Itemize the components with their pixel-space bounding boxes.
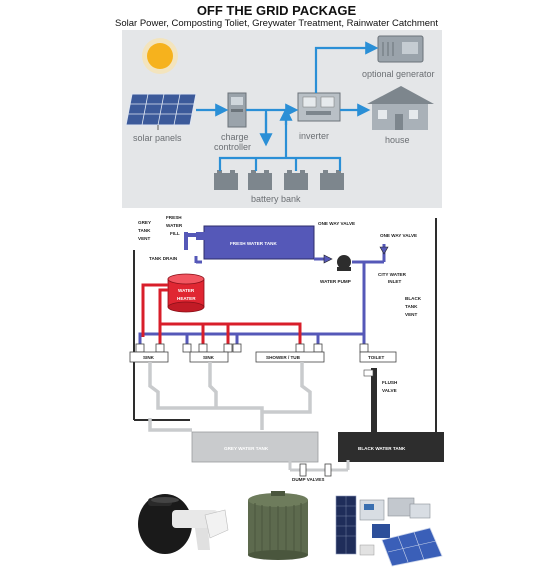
plumbing-section: FRESH WATER TANK TANK DRAIN xyxy=(129,215,444,482)
generator-icon xyxy=(377,35,424,63)
grey-tank-vent-label-3: VENT xyxy=(138,236,150,241)
grey-water-tank-label: GREY WATER TANK xyxy=(224,446,269,451)
fresh-water-tank xyxy=(203,225,315,260)
dump-valves xyxy=(288,460,350,477)
flush-valve-pipe xyxy=(371,368,377,432)
sun-icon xyxy=(142,38,178,74)
one-way-valve-2-label: ONE WAY VALVE xyxy=(380,233,417,238)
product-photo-strip xyxy=(74,485,492,567)
grey-tank-vent-label-1: GREY xyxy=(138,220,151,225)
page-subtitle: Solar Power, Composting Toliet, Greywate… xyxy=(115,18,438,29)
flush-valve-label-2: VALVE xyxy=(382,388,397,393)
fresh-water-fill-label-1: FRESH xyxy=(166,215,182,220)
sink-1-label: SINK xyxy=(143,355,155,360)
fresh-water-fill-label-3: FILL xyxy=(170,231,180,236)
composting-toilet-photo xyxy=(138,494,229,554)
black-water-tank xyxy=(338,432,444,462)
water-heater-label-1: WATER xyxy=(178,288,195,293)
city-water-inlet-label-2: INLET xyxy=(388,279,401,284)
grey-drain-pipes xyxy=(148,362,312,432)
water-heater-label-2: HEATER xyxy=(177,296,196,301)
shower-tub-label: SHOWER / TUB xyxy=(266,355,301,360)
faucets xyxy=(135,343,369,353)
water-pump-label: WATER PUMP xyxy=(320,279,351,284)
solar-panels-label: solar panels xyxy=(133,133,182,143)
solar-section: solar panels charge controller inverter … xyxy=(122,30,442,208)
battery-bank-label: battery bank xyxy=(251,194,301,204)
power-flow-arrows xyxy=(196,41,379,171)
page-title: OFF THE GRID PACKAGE xyxy=(196,3,357,18)
water-heater-icon xyxy=(167,273,205,313)
grey-water-tank xyxy=(191,431,319,463)
sink-2-label: SINK xyxy=(203,355,215,360)
toilet-label: TOILET xyxy=(368,355,384,360)
one-way-valve-1 xyxy=(323,254,333,264)
charge-controller-label-1: charge xyxy=(221,132,249,142)
water-tank-photo xyxy=(248,491,308,560)
black-tank-vent-label-2: TANK xyxy=(405,304,418,309)
charge-controller-label-2: controller xyxy=(214,142,251,152)
tank-drain-label: TANK DRAIN xyxy=(149,256,178,261)
charge-controller-icon xyxy=(227,92,247,128)
hot-water-pipes xyxy=(141,283,302,345)
inverter-label: inverter xyxy=(299,131,329,141)
house-icon xyxy=(367,86,434,130)
city-water-inlet-label-1: CITY WATER xyxy=(378,272,407,277)
fresh-water-fill-label-2: WATER xyxy=(166,223,183,228)
one-way-valve-1-label: ONE WAY VALVE xyxy=(318,221,355,226)
generator-label: optional generator xyxy=(362,69,435,79)
black-tank-vent-label-3: VENT xyxy=(405,312,417,317)
grey-tank-vent-label-2: TANK xyxy=(138,228,151,233)
flush-valve-label-1: FLUSH xyxy=(382,380,398,385)
solar-panels-icon xyxy=(125,93,197,130)
inverter-icon xyxy=(297,92,341,122)
black-tank-vent-label-1: BLACK xyxy=(405,296,422,301)
one-way-valve-2 xyxy=(379,246,389,255)
shower-tub xyxy=(255,351,325,363)
solar-kit-photo xyxy=(335,495,443,567)
battery-bank-icon xyxy=(214,170,344,190)
house-label: house xyxy=(385,135,410,145)
dump-valves-label: DUMP VALVES xyxy=(292,477,324,482)
black-water-tank-label: BLACK WATER TANK xyxy=(358,446,406,451)
fresh-water-tank-label: FRESH WATER TANK xyxy=(230,241,277,246)
toilet xyxy=(359,351,397,363)
water-pump-icon xyxy=(337,255,351,271)
